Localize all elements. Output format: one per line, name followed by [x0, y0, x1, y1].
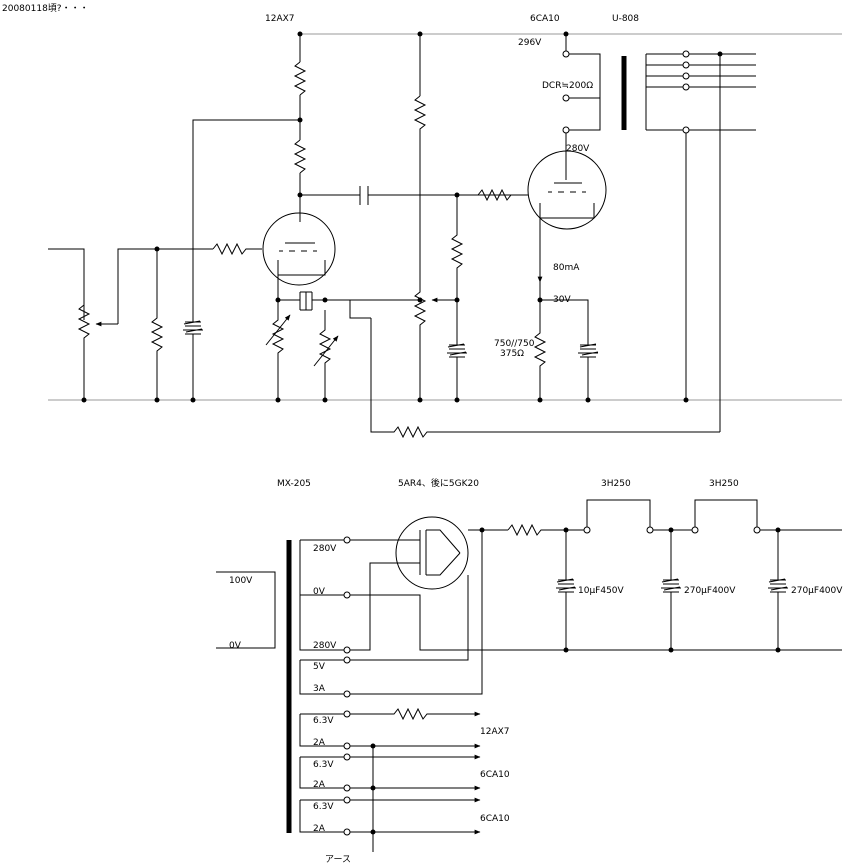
cathode-vr2 — [318, 310, 332, 400]
label-heater-dest-3: 6CA10 — [480, 814, 510, 824]
amplifier-section: 20080118頃?・・・ 12AX7 6CA10 U-808 296V DCR… — [2, 3, 842, 439]
cathode-vr1-arrow — [265, 314, 291, 346]
label-100v: 100V — [229, 576, 253, 586]
plate-resistor-1 — [293, 61, 307, 96]
power-supply-section: MX-205 5AR4、後に5GK20 3H250 3H250 100V 0V … — [216, 477, 843, 865]
cathode-12ax7 — [277, 275, 300, 301]
label-375ohm: 375Ω — [500, 349, 524, 359]
rectifier-anode-leads — [392, 539, 420, 564]
plate-resistor-2 — [293, 139, 307, 174]
label-280v-bottom: 280V — [313, 641, 337, 651]
choke-2 — [694, 499, 842, 531]
amp-terminals — [562, 50, 690, 134]
label-mx205: MX-205 — [277, 479, 311, 489]
label-296v: 296V — [518, 38, 542, 48]
tube-6ca10 — [527, 150, 607, 230]
grid-leak-input — [150, 249, 164, 400]
date-note: 20080118頃?・・・ — [2, 3, 89, 14]
grid-leak-resistor — [450, 195, 464, 345]
rectifier-tube — [395, 516, 469, 590]
label-cap2: 270μF400V — [684, 586, 736, 596]
tube-6ca10-electrodes — [539, 130, 595, 219]
filter-cap-3-hatch — [768, 578, 788, 591]
label-280v-top: 280V — [313, 544, 337, 554]
coupling-capacitor — [359, 186, 520, 205]
nfb-resistor — [370, 318, 720, 439]
amp-junction-dots — [81, 31, 723, 403]
label-cap3: 270μF400V — [791, 586, 843, 596]
bypass-capacitor-1-hatch — [447, 343, 467, 356]
label-heater2-v: 6.3V — [313, 760, 334, 770]
filament-5v-winding — [299, 659, 347, 695]
label-dcr: DCR≒200Ω — [542, 81, 593, 91]
label-primary-0v: 0V — [229, 641, 242, 651]
label-choke-1: 3H250 — [601, 479, 631, 489]
hv-secondary — [299, 539, 347, 651]
label-5v: 5V — [313, 662, 326, 672]
grid-stopper-resistor — [477, 188, 528, 202]
cathode-vr1 — [271, 300, 285, 400]
heater-winding-3 — [299, 799, 347, 833]
hv-280v-bottom-wire — [347, 562, 392, 651]
cathode-vr2-arrow — [313, 335, 339, 367]
filter-cap-1-hatch — [556, 578, 576, 591]
filter-cap-2-hatch — [661, 578, 681, 591]
input-volume — [77, 304, 91, 400]
label-heater1-a: 2A — [313, 738, 326, 748]
label-heater3-v: 6.3V — [313, 802, 334, 812]
grid-stopper-input — [212, 242, 262, 256]
psu-terminals — [343, 526, 761, 836]
tube-12ax7-electrodes — [277, 242, 326, 276]
primary-winding — [216, 571, 276, 649]
cathode-transistor — [299, 291, 313, 311]
cathode-bypass-capacitor-hatch — [579, 343, 599, 356]
label-rectifier: 5AR4、後に5GK20 — [398, 477, 479, 489]
label-ground: アース — [325, 855, 351, 865]
decoupling-wire — [192, 119, 300, 322]
heater-winding-1 — [299, 713, 347, 747]
label-cap1: 10μF450V — [578, 586, 625, 596]
filament-5v-wire-a — [347, 575, 469, 661]
label-12ax7: 12AX7 — [265, 14, 295, 24]
label-heater-dest-2: 6CA10 — [480, 770, 510, 780]
divider-resistor — [413, 95, 427, 275]
ot-secondary-outputs — [686, 53, 756, 131]
heater-winding-2 — [299, 756, 347, 789]
cathode-bypass-lead — [540, 299, 589, 345]
label-280v: 280V — [566, 144, 590, 154]
filament-5v-wire-b — [347, 530, 483, 695]
ot-secondary-taps — [646, 53, 686, 131]
label-sec-0v: 0V — [313, 587, 326, 597]
label-heater3-a: 2A — [313, 824, 326, 834]
center-tap-ground — [347, 594, 842, 651]
label-heater1-v: 6.3V — [313, 716, 334, 726]
label-choke-2: 3H250 — [709, 479, 739, 489]
heater-1-resistor — [347, 707, 481, 721]
psu-series-resistor — [507, 523, 587, 537]
bias-potentiometer — [413, 275, 427, 400]
label-heater2-a: 2A — [313, 780, 326, 790]
decoupling-capacitor-hatch — [183, 320, 203, 333]
ot-primary-winding — [566, 53, 601, 131]
choke-1 — [586, 499, 651, 530]
label-3a: 3A — [313, 684, 326, 694]
cathode-resistor — [533, 300, 547, 400]
label-30v: 30V — [553, 295, 571, 305]
input-wire — [48, 248, 85, 320]
label-80ma: 80mA — [553, 263, 580, 273]
nfb-link — [325, 299, 371, 319]
tube-12ax7 — [262, 212, 336, 286]
rectifier-electrodes — [419, 529, 461, 576]
psu-junction-dots — [370, 527, 781, 835]
label-u808: U-808 — [612, 14, 639, 24]
grid-feed — [117, 248, 213, 324]
label-6ca10: 6CA10 — [530, 14, 560, 24]
label-heater-dest-1: 12AX7 — [480, 727, 510, 737]
label-750-750: 750//750 — [494, 339, 535, 349]
